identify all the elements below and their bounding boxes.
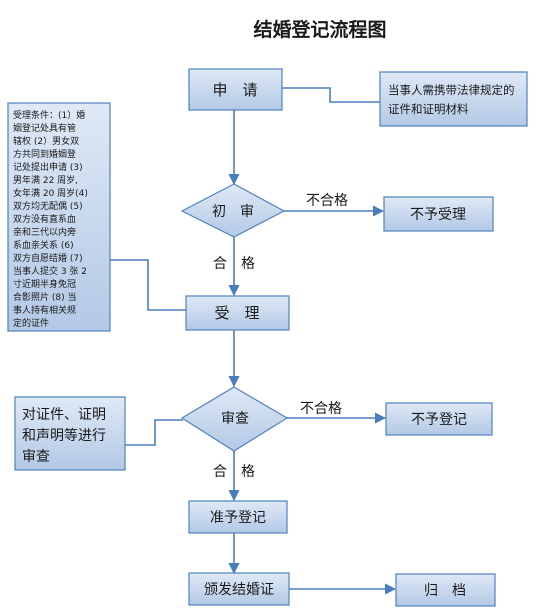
conditions-note-line: 当事人提交 3 张 2 (13, 265, 87, 277)
node-conditions-note (7, 102, 111, 332)
node-issue-cert (188, 572, 290, 606)
node-review (180, 386, 289, 452)
conditions-note-text: 受理条件：(1）婚 姻登记处具有管 辖权 (2）男女双 方共同到婚姻登 记处提出… (13, 109, 88, 329)
node-approve-label: 准予登记 (210, 510, 266, 526)
conditions-note-line: 事人持有相关规 (13, 304, 76, 316)
nodes (7, 68, 528, 607)
node-apply (188, 68, 283, 111)
conditions-note-line: 辖权 (2）男女双 (13, 135, 79, 147)
node-archive-label: 归 档 (424, 582, 466, 599)
node-reject-register-label: 不予登记 (411, 412, 467, 428)
conditions-note-line: 男年满 22 周岁, (13, 174, 78, 186)
conditions-note-line: 定的证件 (13, 317, 49, 329)
node-reject-accept (383, 196, 494, 232)
node-materials-note (379, 71, 528, 127)
conditions-note-line: 女年满 20 周岁(4) (13, 187, 88, 199)
conditions-note-line: 双方自愿结婚 (7) (13, 252, 83, 264)
node-initial-review-label: 初 审 (212, 203, 254, 220)
page-title: 结婚登记流程图 (253, 18, 386, 41)
conditions-note-line: 姻登记处具有管 (13, 122, 76, 134)
node-archive (395, 573, 496, 607)
conditions-note-line: 系血亲关系 (6) (13, 239, 74, 251)
review-note-text: 对证件、证明 和声明等进行 审查 (22, 407, 106, 465)
materials-note-line: 当事人需携带法律规定的 (388, 83, 515, 97)
connector-conditions-to-accept (110, 259, 186, 311)
conditions-note-line: 合影照片 (8) 当 (13, 291, 76, 303)
node-approve (188, 500, 288, 534)
review-note-line: 对证件、证明 (22, 407, 106, 423)
node-reject-register (385, 402, 493, 436)
conditions-note-line: 双方均无配偶 (5) (13, 200, 83, 212)
node-initial-review (180, 183, 286, 238)
node-apply-label: 申 请 (212, 81, 257, 99)
node-issue-cert-label: 颁发结婚证 (204, 582, 274, 598)
conditions-note-line: 方共同到婚姻登 (13, 148, 76, 160)
node-accept-label: 受 理 (214, 304, 259, 322)
edge-label-review-pass: 合 格 (213, 464, 255, 480)
edge-label-initial-pass: 合 格 (213, 256, 255, 272)
materials-note-line: 证件和证明材料 (388, 102, 469, 116)
conditions-note-line: 寸近期半身免冠 (13, 278, 76, 290)
connector-review-note-to-review (125, 419, 183, 446)
conditions-note-line: 受理条件：(1）婚 (13, 109, 85, 121)
review-note-line: 审查 (22, 449, 50, 465)
conditions-note-line: 记处提出申请 (3) (13, 161, 83, 173)
conditions-note-line: 亲和三代以内旁 (13, 226, 76, 238)
node-accept (185, 295, 290, 331)
node-review-label: 审查 (221, 411, 249, 427)
connectors (110, 87, 397, 595)
node-reject-accept-label: 不予受理 (410, 207, 466, 223)
node-review-note (14, 396, 126, 471)
materials-note-text: 当事人需携带法律规定的 证件和证明材料 (388, 83, 515, 116)
edge-label-initial-fail: 不合格 (306, 193, 348, 209)
conditions-note-line: 双方没有直系血 (13, 213, 76, 225)
connector-materials-to-apply (282, 87, 380, 103)
edge-label-review-fail: 不合格 (300, 401, 342, 417)
review-note-line: 和声明等进行 (22, 427, 106, 444)
